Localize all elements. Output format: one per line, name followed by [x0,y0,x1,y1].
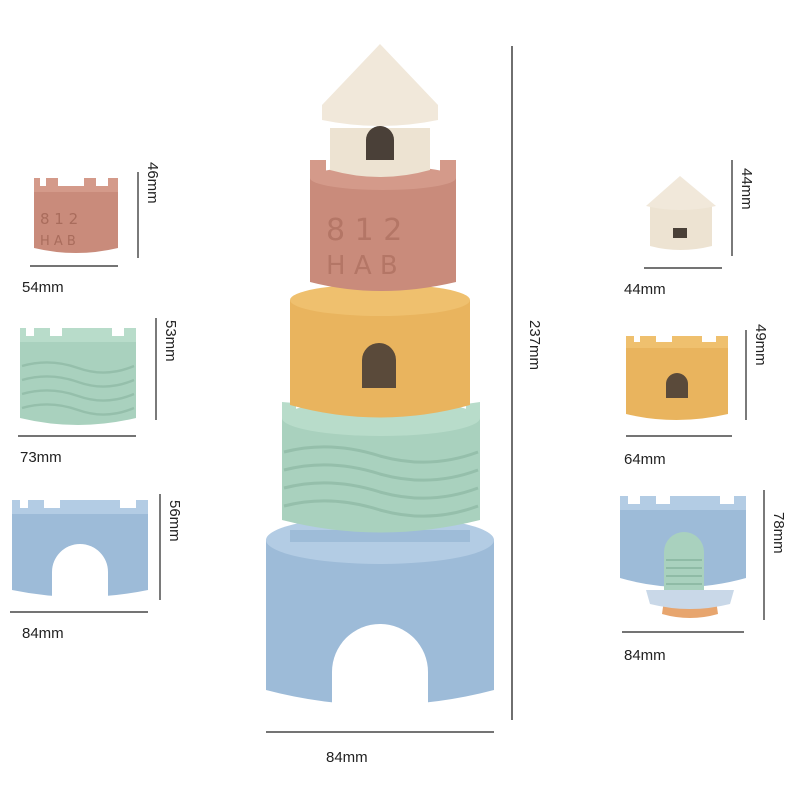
tower-embossed-digits: 8 1 2 [326,213,402,248]
right-piece3-width-label: 84mm [624,647,666,664]
tower-sage-wave-ring [282,400,480,533]
tower-ivory-roof-cap [322,44,438,177]
right-mustard-window-ring [626,336,728,420]
left-ring1-height-label: 46mm [144,162,161,204]
tower-blue-arch-ring [266,516,494,715]
tower-width-label: 84mm [326,749,368,766]
right-piece2-height-label: 49mm [752,324,769,366]
stacked-tower: 8 1 2 H A B [266,44,494,715]
right-blue-arch-base [620,496,746,618]
left-blue-arch-ring [12,500,148,602]
right-piece1-width-label: 44mm [624,281,666,298]
right-piece3-height-label: 78mm [770,512,787,554]
tower-height-label: 237mm [526,320,543,370]
left-ring2-width-label: 73mm [20,449,62,466]
tower-mustard-window-ring [290,284,470,418]
left-sage-wave-ring [20,328,136,425]
tower-embossed-letters: H A B [326,251,398,281]
tower-terracotta-numbered-ring: 8 1 2 H A B [310,160,456,291]
right-piece1-height-label: 44mm [738,168,755,210]
left-ring2-height-label: 53mm [162,320,179,362]
left-terracotta-ring: 8 1 2 H A B [34,178,118,253]
left-ring1-width-label: 54mm [22,279,64,296]
left-embossed-letters: H A B [40,234,76,249]
left-ring3-height-label: 56mm [166,500,183,542]
left-ring3-width-label: 84mm [22,625,64,642]
right-piece2-width-label: 64mm [624,451,666,468]
right-ivory-roof-cap [646,176,716,250]
left-embossed-digits: 8 1 2 [40,210,78,228]
